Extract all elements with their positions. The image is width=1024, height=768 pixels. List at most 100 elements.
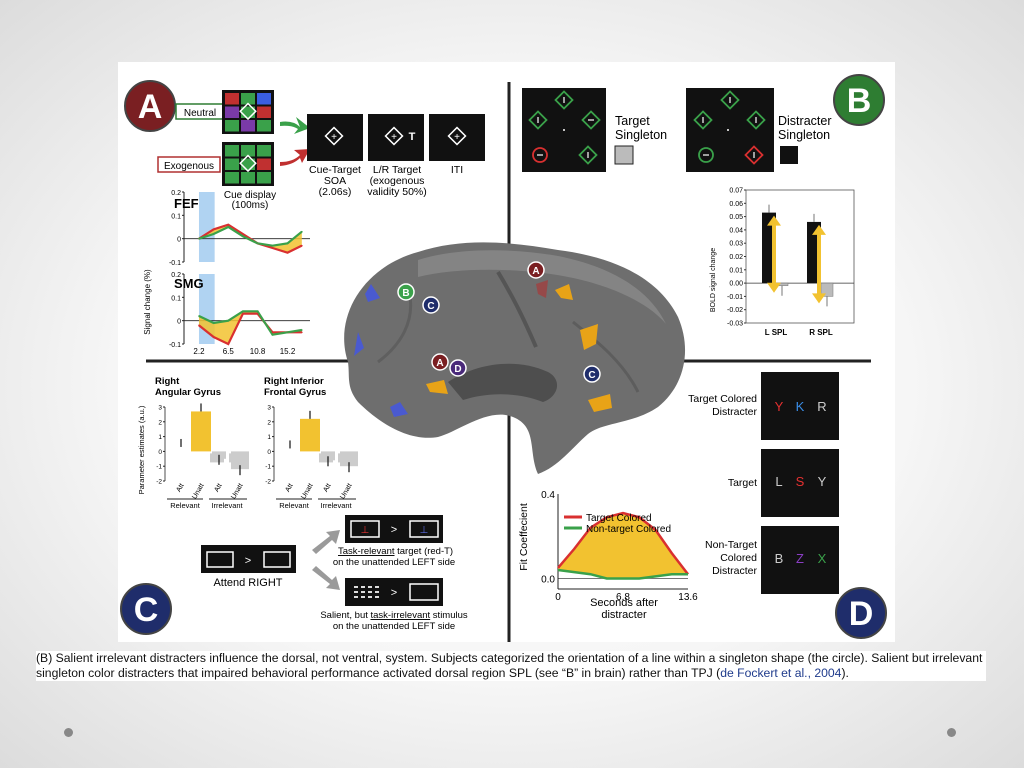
grid-cell — [225, 158, 239, 170]
diamond-shape — [720, 90, 740, 110]
diamond-shape — [581, 110, 601, 130]
x-tick-label: Att — [284, 482, 294, 493]
data-point-red — [212, 336, 215, 338]
grid-cell — [257, 106, 271, 118]
svg-text:C: C — [134, 591, 159, 629]
fit-legend: Target Colored Non-target Colored — [564, 513, 671, 535]
x-tick-label: L SPL — [765, 328, 788, 337]
estimate-bar — [321, 451, 335, 461]
fixation-diamond — [239, 102, 257, 121]
x-tick-label: R SPL — [809, 328, 833, 337]
y-tick-label: 0.0 — [541, 574, 555, 585]
data-point-red — [242, 312, 244, 315]
panel-a-labels: Neutral Exogenous — [157, 103, 225, 173]
y-tick-label: 0 — [267, 449, 271, 456]
circle-shape — [532, 147, 548, 163]
arrow-head-up — [812, 224, 826, 235]
difference-area — [198, 311, 302, 344]
target-colored-label-1: Target Colored — [688, 393, 757, 405]
irrelevant-stimulus-display: > — [345, 578, 443, 606]
arrow-head-down — [812, 293, 826, 304]
exogenous-cue-grid — [222, 142, 274, 186]
svg-text:B: B — [402, 288, 409, 299]
stimulus-band — [198, 192, 215, 262]
caption-end: ). — [841, 666, 849, 680]
x-tick-label: Unatt — [300, 482, 314, 500]
y-tick-label: -0.1 — [169, 342, 181, 349]
data-point-red — [212, 228, 215, 231]
data-point-green — [256, 310, 259, 313]
y-tick-label: -2 — [156, 479, 162, 486]
nav-dot-right[interactable] — [947, 728, 956, 737]
lr-target-label-1: L/R Target — [373, 164, 421, 176]
neutral-cue-grid — [222, 90, 274, 134]
svg-text:R: R — [817, 399, 826, 414]
svg-text:⊥: ⊥ — [361, 525, 370, 536]
grid-cell — [241, 158, 255, 170]
brain-badge-c-left: C — [422, 296, 440, 314]
nontarget-label-2: Colored — [720, 552, 757, 564]
panel-b-badge: B — [833, 74, 885, 126]
svg-text:B: B — [847, 82, 872, 120]
y-tick-label: 0.05 — [729, 214, 743, 221]
soa-screen: + — [307, 114, 363, 161]
grid-cell — [241, 120, 255, 132]
x-tick-label: Att — [213, 482, 223, 493]
panel-c-badge: C — [120, 583, 172, 635]
data-point-green — [286, 242, 289, 245]
y-tick-label: -1 — [265, 464, 271, 471]
y-tick-label: 0 — [158, 449, 162, 456]
data-point-green — [212, 322, 215, 324]
data-point-green — [256, 242, 259, 245]
lr-target-label-3: validity 50%) — [367, 186, 427, 198]
svg-text:Y: Y — [818, 474, 827, 489]
y-tick-label: -0.02 — [727, 307, 743, 314]
distracter-singleton-label-1: Distracter — [778, 114, 831, 128]
brain-image: A B C A D C — [344, 242, 686, 474]
data-point-green — [212, 233, 215, 235]
arrow-head-down — [767, 282, 781, 293]
y-tick-label: 1 — [267, 434, 271, 441]
y-tick-label: -1 — [156, 464, 162, 471]
x-tick-label: Unatt — [339, 482, 353, 500]
grid-cell — [257, 172, 271, 184]
grid-cell — [225, 145, 239, 157]
circle-shape — [698, 147, 714, 163]
attend-right-display: > — [201, 545, 296, 573]
svg-text:T: T — [409, 131, 416, 143]
target-singleton-label-1: Target — [615, 114, 650, 128]
svg-text:>: > — [391, 524, 397, 536]
target-singleton-label-2: Singleton — [615, 128, 667, 142]
svg-text:K: K — [796, 399, 805, 414]
svg-text:>: > — [391, 587, 397, 599]
data-point-red — [242, 233, 244, 235]
grid-cell — [225, 172, 239, 184]
target-colored-distracter-display: Y K R — [761, 372, 839, 440]
fef-title: FEF — [174, 196, 199, 211]
target-display: L S Y — [761, 449, 839, 517]
x-tick-label: 13.6 — [678, 592, 698, 603]
fef-smg-ylabel: Signal change (%) — [143, 269, 152, 335]
param-ylabel: Parameter estimates (a.u.) — [137, 405, 146, 494]
diamond-shape — [578, 145, 598, 165]
svg-text:A: A — [532, 266, 539, 277]
grid-cell — [257, 120, 271, 132]
caption-citation-link[interactable]: de Fockert et al., 2004 — [720, 666, 842, 680]
nav-dot-left[interactable] — [64, 728, 73, 737]
diamond-shape — [744, 145, 764, 165]
legend-nontarget-colored: Non-target Colored — [586, 524, 671, 535]
y-tick-label: 0.1 — [171, 213, 181, 220]
svg-text:⊥: ⊥ — [420, 525, 429, 536]
group-label-relevant: Relevant — [279, 501, 310, 510]
x-tick-label: 6.5 — [223, 347, 235, 356]
soa-label-3: (2.06s) — [319, 186, 352, 198]
figure-caption: (B) Salient irrelevant distracters influ… — [36, 651, 986, 681]
grid-cell — [241, 93, 255, 105]
y-tick-label: 0.02 — [729, 254, 743, 261]
data-point-red — [301, 331, 303, 334]
neutral-label: Neutral — [184, 108, 216, 119]
x-tick-label: 2.2 — [193, 347, 205, 356]
data-point-red — [301, 244, 303, 247]
nontarget-colored-distracter-display: B Z X — [761, 526, 839, 594]
